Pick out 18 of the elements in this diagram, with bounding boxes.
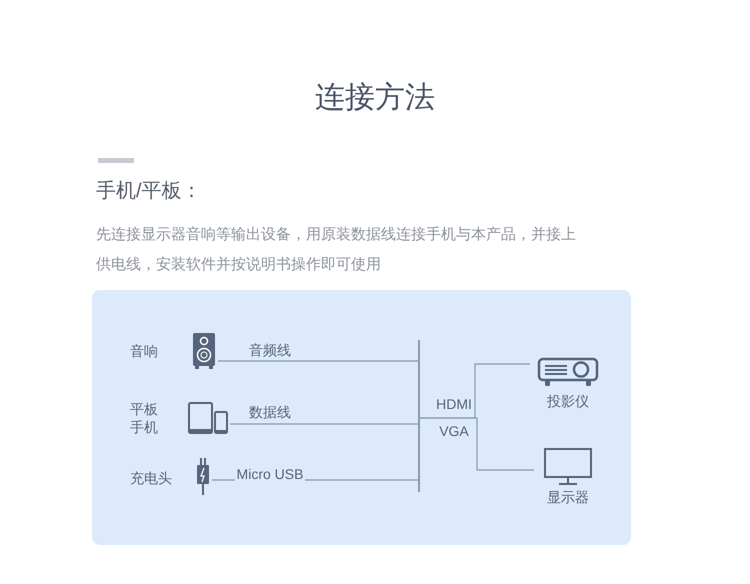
description-paragraph: 先连接显示器音响等输出设备，用原装数据线连接手机与本产品，并接上供电线，安装软件并按说明书操作即可使用 [96, 225, 576, 275]
device-label: 充电头 [130, 471, 172, 485]
device-label: 手机 [130, 420, 158, 434]
device-label: 显示器 [546, 490, 590, 504]
connector-line [230, 423, 418, 425]
connector-line [420, 417, 534, 471]
connector-line [218, 360, 418, 362]
device-label: 音响 [130, 344, 158, 358]
device-label: 投影仪 [546, 394, 590, 408]
edge-label: HDMI [434, 396, 474, 412]
device-label: 平板 [130, 402, 158, 416]
edge-label: 音频线 [247, 342, 293, 358]
title: 连接方法 [314, 79, 436, 117]
edge-label: VGA [437, 423, 471, 439]
bus-line [418, 340, 420, 492]
subtitle: 手机/平板： [96, 179, 202, 204]
edge-label: 数据线 [247, 404, 293, 420]
edge-label: Micro USB [234, 466, 306, 482]
